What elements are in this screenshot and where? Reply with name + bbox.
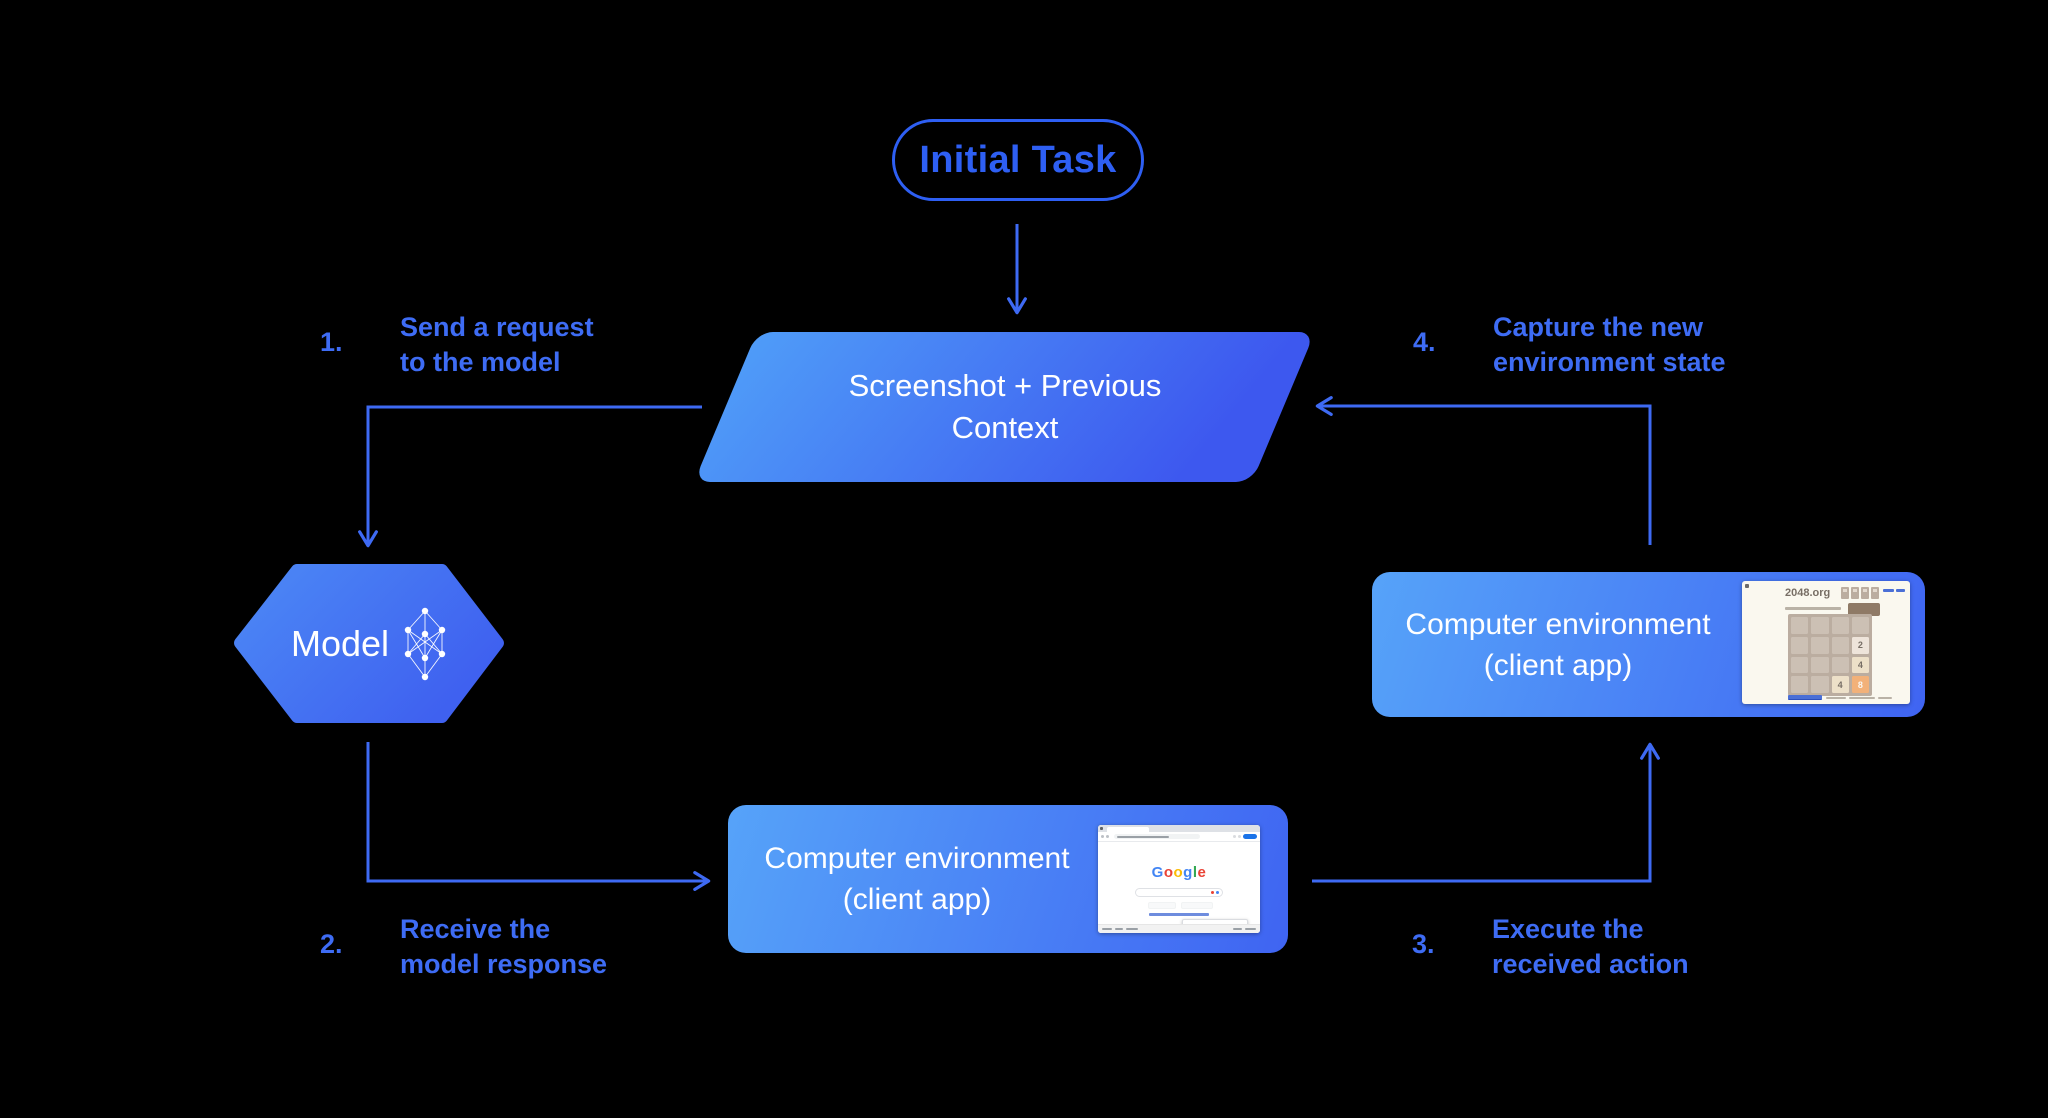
game-tile: 4 bbox=[1851, 656, 1869, 674]
google-screenshot-thumb: Google bbox=[1098, 825, 1260, 933]
initial-task-node: Initial Task bbox=[892, 119, 1144, 201]
step-1-label: Send a request to the model bbox=[400, 312, 594, 377]
score-box bbox=[1861, 587, 1869, 599]
step-4-label: Capture the new environment state bbox=[1493, 312, 1726, 377]
arrow-env-to-env2 bbox=[1312, 742, 1660, 883]
neural-network-icon bbox=[404, 607, 446, 680]
score-box bbox=[1841, 587, 1849, 599]
window-icon bbox=[1745, 584, 1749, 588]
menu-icon bbox=[1238, 835, 1241, 838]
browser-tab-bar bbox=[1098, 825, 1260, 832]
language-links bbox=[1149, 913, 1209, 916]
window-controls-icon bbox=[1100, 827, 1103, 830]
google-search-box bbox=[1135, 888, 1223, 897]
footer-link bbox=[1788, 695, 1822, 700]
google-logo: Google bbox=[1151, 864, 1207, 881]
arrow-env2-to-context bbox=[1315, 396, 1652, 545]
header-link bbox=[1896, 589, 1905, 592]
model-node-content: Model bbox=[240, 570, 498, 717]
arrow-model-to-env bbox=[366, 742, 711, 891]
mic-icon bbox=[1211, 891, 1214, 894]
initial-task-label: Initial Task bbox=[919, 138, 1117, 181]
game-tile: 8 bbox=[1851, 676, 1869, 693]
browser-toolbar bbox=[1098, 832, 1260, 842]
screenshot-context-label: Screenshot + Previous Context bbox=[848, 368, 1162, 445]
game-site-title: 2048.org bbox=[1785, 587, 1831, 599]
model-node bbox=[234, 564, 504, 723]
step-4-number: 4. bbox=[1413, 327, 1436, 357]
game-tile: 4 bbox=[1831, 676, 1849, 693]
env-right-label: Computer environment (client app) bbox=[1405, 607, 1711, 682]
google-homepage: Google bbox=[1098, 842, 1260, 933]
step-2-label: Receive the model response bbox=[400, 914, 608, 979]
step-1-number: 1. bbox=[320, 327, 343, 357]
new-game-button bbox=[1848, 603, 1880, 616]
env-bottom-label: Computer environment (client app) bbox=[764, 842, 1070, 916]
env-node-bottom: Computer environment (client app) Google bbox=[728, 805, 1288, 953]
browser-tab bbox=[1107, 827, 1149, 832]
game-subtitle-text bbox=[1785, 607, 1841, 610]
header-link bbox=[1883, 589, 1894, 592]
score-box bbox=[1871, 587, 1879, 599]
url-bar bbox=[1114, 834, 1200, 839]
google-footer bbox=[1098, 924, 1260, 933]
game-tile: 2 bbox=[1851, 636, 1869, 654]
back-icon bbox=[1101, 835, 1104, 838]
arrow-context-to-model bbox=[358, 405, 702, 548]
score-box bbox=[1851, 587, 1859, 599]
step-3-label: Execute the received action bbox=[1492, 914, 1689, 979]
sign-in-button bbox=[1243, 834, 1257, 839]
forward-icon bbox=[1106, 835, 1109, 838]
step-2-number: 2. bbox=[320, 929, 343, 959]
extensions-icon bbox=[1233, 835, 1236, 838]
env-node-right: Computer environment (client app) 2048.o… bbox=[1372, 572, 1925, 717]
step-3-number: 3. bbox=[1412, 929, 1435, 959]
model-label: Model bbox=[290, 622, 390, 664]
feeling-lucky-button bbox=[1181, 902, 1213, 909]
lens-icon bbox=[1216, 891, 1219, 894]
google-search-button bbox=[1148, 902, 1176, 909]
